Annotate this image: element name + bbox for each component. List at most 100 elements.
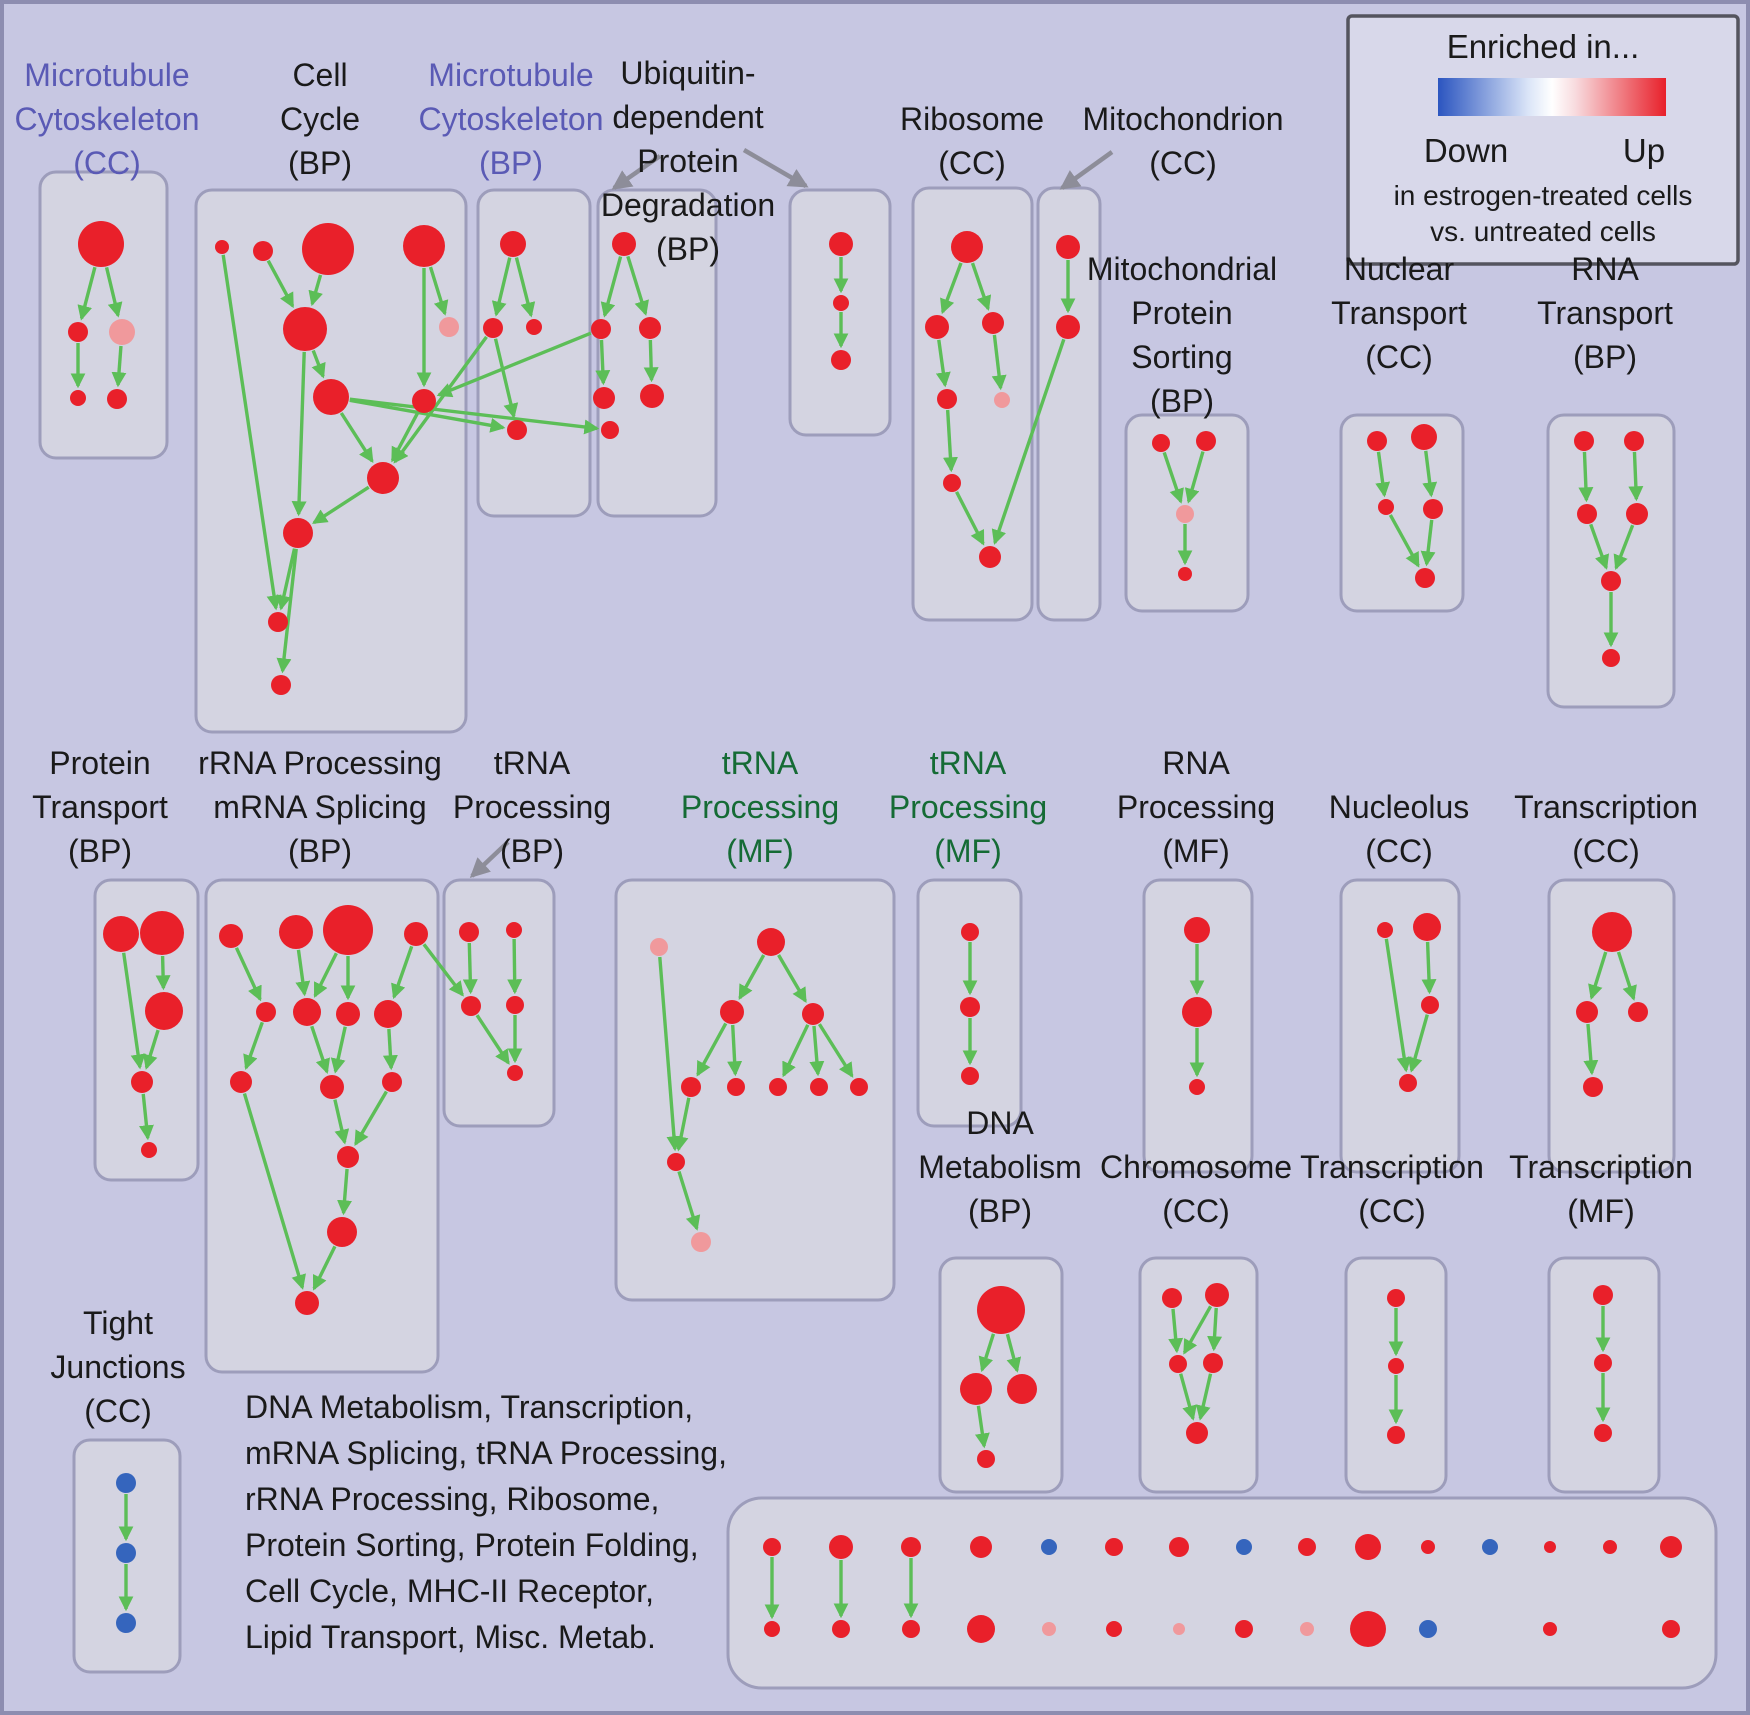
go-term-node-rna-transport-bp-3 — [1626, 503, 1648, 525]
go-term-node-transcription-mf-2 — [1594, 1424, 1612, 1442]
go-term-node-trna-processing-mf-2-1 — [960, 997, 980, 1017]
edge-ubiquitin-degradation-bp-left — [600, 256, 623, 318]
cluster-box-protein-transport-bp — [93, 878, 200, 1182]
cluster-box-chromosome-cc — [1138, 1256, 1259, 1494]
go-term-node-transcription-cc-1-2 — [1628, 1002, 1648, 1022]
edge-nuclear-transport-cc — [1422, 450, 1438, 498]
label-pointer-arrow — [469, 840, 510, 879]
go-term-node-nucleolus-cc-2 — [1421, 996, 1439, 1014]
go-term-node-cell-cycle-bp-2 — [302, 223, 354, 275]
edge-transcription-cc-1 — [1616, 951, 1637, 1001]
go-term-node-misc-cluster-2 — [901, 1537, 921, 1557]
edge-ribosome-cc — [943, 409, 958, 473]
go-term-node-misc-cluster-22 — [1235, 1620, 1253, 1638]
go-term-node-protein-transport-bp-1 — [140, 911, 184, 955]
go-term-node-ubiquitin-degradation-bp-right-0 — [829, 232, 853, 256]
cluster-box-cell-cycle-bp — [194, 188, 468, 734]
go-term-node-rrna-processing-mrna-splicing-bp-0 — [219, 924, 243, 948]
cross-cluster-arrow — [991, 338, 1066, 545]
edge-trna-processing-bp — [475, 1014, 510, 1065]
edge-cell-cycle-bp — [339, 412, 374, 464]
go-term-node-trna-processing-mf-1-9 — [667, 1153, 685, 1171]
go-term-node-chromosome-cc-1 — [1205, 1283, 1229, 1307]
go-term-node-rna-transport-bp-4 — [1601, 571, 1621, 591]
edge-rrna-processing-mrna-splicing-bp — [234, 947, 262, 1002]
go-term-node-nuclear-transport-cc-4 — [1415, 568, 1435, 588]
go-term-node-trna-processing-bp-2 — [461, 996, 481, 1016]
go-term-node-trna-processing-mf-1-4 — [681, 1077, 701, 1097]
edge-nuclear-transport-cc — [1420, 519, 1436, 567]
go-term-node-trna-processing-mf-1-3 — [802, 1003, 824, 1025]
go-term-node-ribosome-cc-6 — [979, 546, 1001, 568]
edge-trna-processing-mf-1 — [777, 954, 807, 1003]
edge-rrna-processing-mrna-splicing-bp — [333, 1099, 350, 1145]
go-term-node-transcription-mf-0 — [1593, 1285, 1613, 1305]
edge-microtubule-cytoskeleton-cc — [77, 266, 97, 321]
go-term-node-rrna-processing-mrna-splicing-bp-5 — [293, 998, 321, 1026]
go-term-node-cell-cycle-bp-0 — [215, 240, 229, 254]
go-term-node-rrna-processing-mrna-splicing-bp-4 — [256, 1002, 276, 1022]
go-term-node-misc-cluster-25 — [1419, 1620, 1437, 1638]
go-term-node-transcription-cc-2-1 — [1388, 1358, 1404, 1374]
edge-trna-processing-mf-1 — [727, 1024, 743, 1077]
go-term-node-microtubule-cytoskeleton-cc-0 — [78, 221, 124, 267]
go-term-node-ubiquitin-degradation-bp-left-0 — [612, 232, 636, 256]
legend-title: Enriched in... — [1447, 28, 1640, 65]
edge-rrna-processing-mrna-splicing-bp — [382, 1028, 398, 1071]
go-term-node-transcription-cc-1-3 — [1583, 1077, 1603, 1097]
edge-protein-transport-bp — [121, 952, 146, 1070]
go-term-node-ribosome-cc-0 — [951, 231, 983, 263]
go-term-node-trna-processing-mf-2-0 — [961, 923, 979, 941]
go-term-node-trna-processing-mf-1-1 — [757, 928, 785, 956]
go-term-node-misc-cluster-4 — [1041, 1539, 1057, 1555]
label-pointer-arrow — [742, 148, 809, 188]
edge-rrna-processing-mrna-splicing-bp — [354, 1090, 388, 1146]
go-term-node-misc-cluster-21 — [1173, 1623, 1185, 1635]
go-term-node-rrna-processing-mrna-splicing-bp-12 — [327, 1217, 357, 1247]
go-term-node-nuclear-transport-cc-1 — [1411, 424, 1437, 450]
go-term-node-microtubule-cytoskeleton-bp-0 — [500, 231, 526, 257]
edge-rrna-processing-mrna-splicing-bp — [330, 1026, 347, 1074]
edge-trna-processing-bp — [462, 942, 478, 995]
edge-ubiquitin-degradation-bp-left — [626, 255, 649, 316]
go-term-node-rna-processing-mf-1 — [1182, 997, 1212, 1027]
go-term-node-trna-processing-mf-1-8 — [850, 1078, 868, 1096]
go-term-node-cell-cycle-bp-4 — [283, 307, 327, 351]
go-term-node-cell-cycle-bp-5 — [439, 317, 459, 337]
go-term-node-trna-processing-bp-0 — [459, 922, 479, 942]
go-term-node-misc-cluster-18 — [967, 1615, 995, 1643]
go-term-node-cell-cycle-bp-6 — [313, 379, 349, 415]
edge-protein-transport-bp — [155, 955, 171, 991]
go-term-node-rrna-processing-mrna-splicing-bp-8 — [230, 1071, 252, 1093]
go-term-node-microtubule-cytoskeleton-cc-1 — [68, 322, 88, 342]
edge-rna-transport-bp — [1613, 524, 1635, 571]
go-term-node-misc-cluster-14 — [1660, 1536, 1682, 1558]
edge-trna-processing-mf-1 — [738, 954, 766, 1000]
go-term-node-rrna-processing-mrna-splicing-bp-3 — [404, 922, 428, 946]
edge-ribosome-cc — [991, 334, 1007, 391]
edge-trna-processing-mf-1 — [677, 1171, 701, 1231]
go-term-node-microtubule-cytoskeleton-bp-1 — [483, 318, 503, 338]
go-term-node-nucleolus-cc-0 — [1377, 922, 1393, 938]
go-term-node-trna-processing-mf-1-5 — [727, 1078, 745, 1096]
edge-chromosome-cc — [1179, 1373, 1197, 1421]
edge-rrna-processing-mrna-splicing-bp — [310, 1025, 331, 1074]
edge-trna-processing-mf-1 — [673, 1097, 691, 1152]
edge-microtubule-cytoskeleton-bp — [493, 338, 519, 419]
go-term-node-misc-cluster-7 — [1236, 1539, 1252, 1555]
edge-microtubule-cytoskeleton-bp — [491, 257, 512, 317]
edge-ubiquitin-degradation-bp-left — [595, 339, 611, 386]
go-term-node-misc-cluster-8 — [1298, 1538, 1316, 1556]
cluster-box-dna-metabolism-bp — [938, 1256, 1064, 1494]
go-term-node-dna-metabolism-bp-0 — [977, 1286, 1025, 1334]
go-term-node-rrna-processing-mrna-splicing-bp-11 — [337, 1146, 359, 1168]
